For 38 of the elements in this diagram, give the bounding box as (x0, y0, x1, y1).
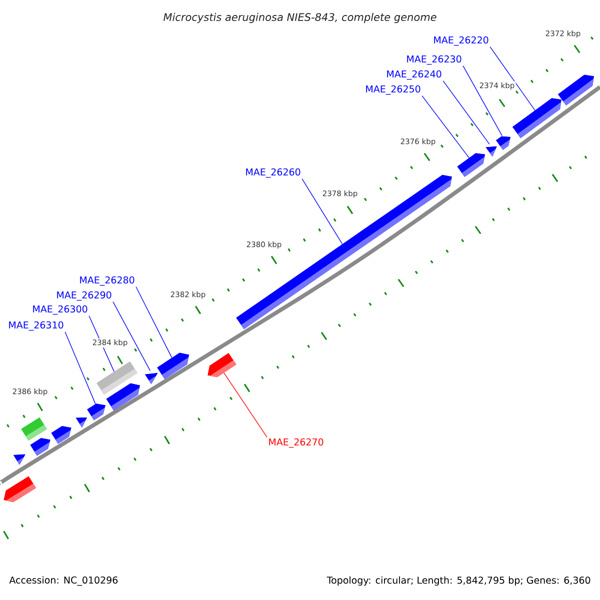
gene-block (144, 372, 158, 384)
leader-line (136, 286, 172, 358)
leader-line (442, 80, 490, 145)
title: Microcystis aeruginosa NIES-843, complete genome (164, 12, 436, 24)
gene-label: MAE_26310 (9, 321, 64, 331)
leader-line (64, 332, 96, 404)
leader-line (422, 96, 470, 158)
gene-block (156, 352, 190, 380)
gene-block (106, 383, 140, 411)
gene-block (51, 426, 72, 444)
gene-label: MAE_26270 (269, 438, 324, 448)
gene-block (485, 146, 498, 157)
leader-line (462, 66, 502, 136)
leader-line (302, 178, 343, 244)
gene-block (496, 136, 511, 150)
gene-block (208, 352, 236, 378)
gene-block (4, 476, 36, 502)
gene-block (76, 417, 88, 428)
gene-label: MAE_26220 (434, 36, 488, 46)
leader-line (224, 372, 268, 438)
leader-line (490, 46, 536, 111)
gene-label: MAE_26290 (57, 291, 112, 301)
gene-label: MAE_26250 (366, 85, 420, 95)
gene-block (30, 438, 50, 456)
gene-block (13, 454, 26, 465)
gene-block (558, 74, 594, 106)
gene-label: MAE_26240 (387, 70, 442, 80)
gene-block (457, 153, 486, 178)
footer-text: Topology: circular; Length: 5,842,795 bp; Genes: 6,360 (326, 576, 590, 586)
gene-label: MAE_26260 (246, 168, 300, 178)
gene-block (86, 403, 106, 420)
leader-line (112, 302, 150, 372)
gene-block (512, 98, 562, 138)
gene-label: MAE_26300 (33, 305, 88, 315)
gene-box (20, 417, 48, 441)
gene-label: MAE_26230 (407, 55, 462, 65)
footer-text: Accession: NC_010296 (9, 576, 118, 586)
gene-label: MAE_26280 (80, 276, 134, 286)
